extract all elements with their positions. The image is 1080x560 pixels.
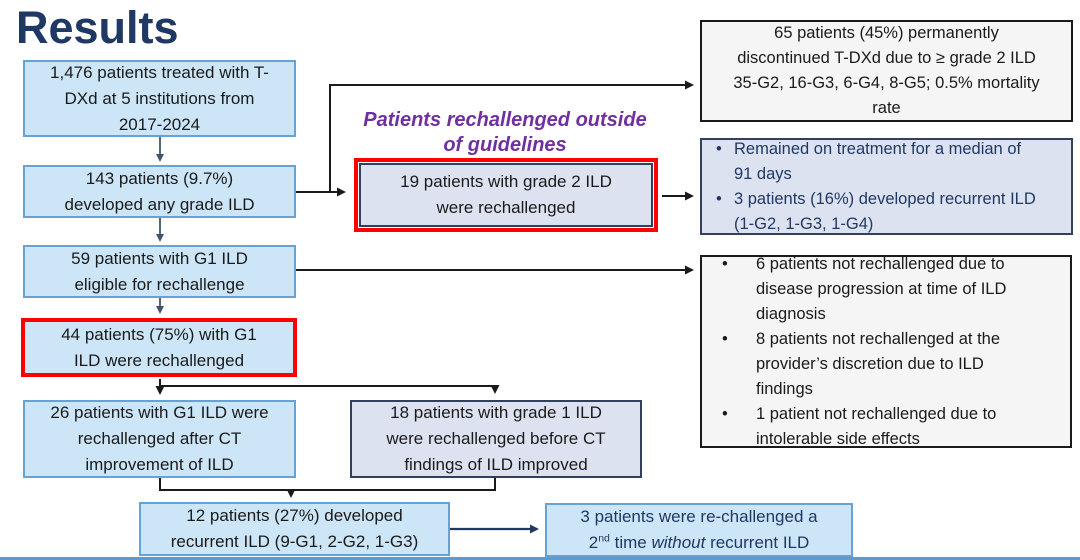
box-text-line: 65 patients (45%) permanently xyxy=(774,24,999,42)
box-text-line: were rechallenged before CT xyxy=(386,429,606,448)
flow-box-discontinued: 65 patients (45%) permanently discontinu… xyxy=(700,20,1073,122)
box-text-line: 3 patients were re-challenged a xyxy=(580,507,818,526)
arrow-rechallenged-to-before-ct xyxy=(160,385,500,394)
box-text-line: discontinued T-DXd due to ≥ grade 2 ILD xyxy=(737,49,1036,67)
box-text-line: 59 patients with G1 ILD xyxy=(71,248,248,268)
box-text-line: improvement of ILD xyxy=(85,455,234,474)
box-text-line: 44 patients (75%) with G1 xyxy=(61,324,257,344)
box-text-line: ILD were rechallenged xyxy=(73,350,245,370)
bullet-item: 3 patients (16%) developed recurrent ILD… xyxy=(714,187,1043,237)
box-text-part: recurrent ILD xyxy=(705,533,810,552)
box-text-line: 1,476 patients treated with T- xyxy=(50,62,269,82)
flow-box-recurrent-ild: 12 patients (27%) developed recurrent IL… xyxy=(139,502,450,556)
box-text-line: 2nd time without recurrent ILD xyxy=(589,530,810,556)
slide-bottom-rule xyxy=(0,557,1080,560)
flow-box-developed-ild: 143 patients (9.7%) developed any grade … xyxy=(23,165,296,218)
box-text-line: recurrent ILD (9-G1, 2-G2, 1-G3) xyxy=(170,532,419,551)
bullet-item: 8 patients not rechallenged at the provi… xyxy=(720,327,1030,402)
box-text-line: DXd at 5 institutions from xyxy=(64,88,255,108)
bullet-list: Remained on treatment for a median of 91… xyxy=(702,137,1071,237)
bullet-item: 6 patients not rechallenged due to disea… xyxy=(720,252,1030,327)
flow-box-grade2-outcomes: Remained on treatment for a median of 91… xyxy=(700,137,1073,237)
bullet-item: Remained on treatment for a median of 91… xyxy=(714,137,1043,187)
arrow-branch-to-discontinued xyxy=(329,80,694,192)
flow-box-second-rechallenge: 3 patients were re-challenged a 2nd time… xyxy=(545,503,853,557)
box-text-line: findings of ILD improved xyxy=(404,455,588,474)
bullet-list: 6 patients not rechallenged due to disea… xyxy=(702,252,1070,452)
flow-box-rechallenged-after-ct: 26 patients with G1 ILD were rechallenge… xyxy=(23,400,296,478)
box-text-line: developed any grade ILD xyxy=(64,194,255,214)
annotation-line: of guidelines xyxy=(443,134,567,156)
box-text-line: 35-G2, 16-G3, 6-G4, 8-G5; 0.5% mortality xyxy=(733,74,1040,92)
box-text-line: rechallenged after CT xyxy=(77,429,242,448)
annotation-line: Patients rechallenged outside xyxy=(363,109,647,131)
page-title: Results xyxy=(16,2,179,53)
box-text-part: time xyxy=(609,533,652,552)
box-text-line: eligible for rechallenge xyxy=(74,274,245,294)
box-text-line: rate xyxy=(872,99,901,117)
flow-box-rechallenged-g1-highlighted: 44 patients (75%) with G1 ILD were recha… xyxy=(21,318,297,377)
box-text-line: 143 patients (9.7%) xyxy=(85,168,234,188)
box-text-line: 12 patients (27%) developed xyxy=(186,506,403,525)
annotation-outside-guidelines: Patients rechallenged outside of guideli… xyxy=(330,108,680,158)
box-text-line: were rechallenged xyxy=(436,198,576,217)
flow-box-not-rechallenged-reasons: 6 patients not rechallenged due to disea… xyxy=(700,252,1072,448)
box-text-part: 2 xyxy=(588,533,599,552)
flow-box-treated: 1,476 patients treated with T- DXd at 5 … xyxy=(23,60,296,137)
box-text-part-italic: without xyxy=(651,533,706,552)
line-after-ct-down xyxy=(159,478,291,491)
box-text-line: 2017-2024 xyxy=(118,114,201,134)
box-text-line: 18 patients with grade 1 ILD xyxy=(390,403,602,422)
box-text-line: 19 patients with grade 2 ILD xyxy=(400,172,612,191)
flow-box-grade2-rechallenged-highlighted: 19 patients with grade 2 ILD were rechal… xyxy=(354,158,658,232)
line-before-ct-down xyxy=(291,478,496,491)
flow-box-eligible: 59 patients with G1 ILD eligible for rec… xyxy=(23,245,296,298)
bullet-item: 1 patient not rechallenged due to intole… xyxy=(720,402,1030,452)
box-text-line: 26 patients with G1 ILD were xyxy=(50,403,269,422)
flow-box-rechallenged-before-ct: 18 patients with grade 1 ILD were rechal… xyxy=(350,400,642,478)
ordinal-suffix: nd xyxy=(598,532,610,545)
